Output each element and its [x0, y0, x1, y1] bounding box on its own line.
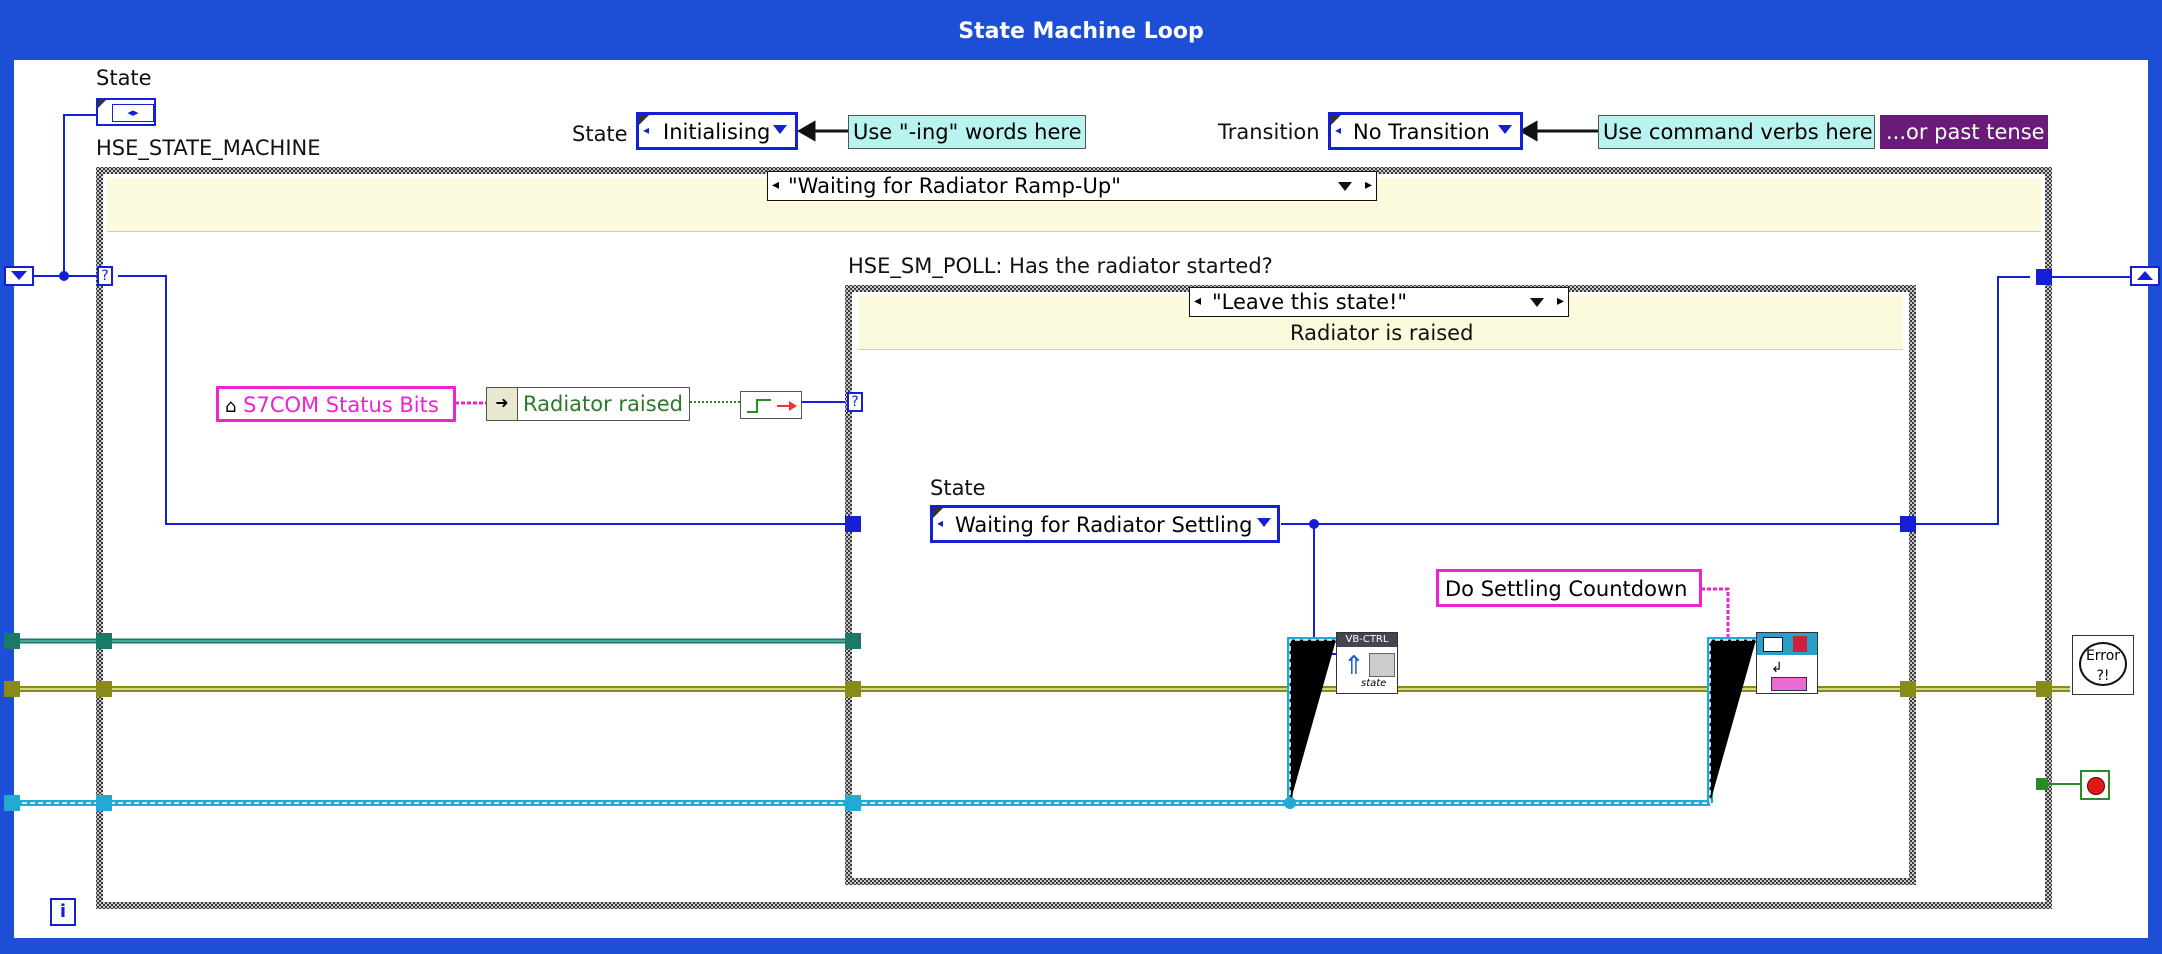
past-tense-comment: ...or past tense — [1880, 115, 2048, 149]
queue-tunnel-left — [4, 795, 20, 811]
next-case-icon[interactable]: ▸ — [1556, 293, 1564, 309]
next-state-typedef-constant[interactable]: ◂ Waiting for Radiator Settling — [930, 505, 1280, 543]
queue-tunnel-case — [96, 795, 112, 811]
shift-register-label: State — [96, 66, 152, 90]
arrow-right-icon: ➜ — [487, 388, 518, 420]
inner-case-selector[interactable]: ◂ "Leave this state!" ▸ — [1189, 287, 1569, 317]
inner-case-selector-value: "Leave this state!" — [1212, 290, 1408, 314]
dropdown-arrow-icon — [1530, 298, 1544, 307]
loop-title: State Machine Loop — [958, 19, 1204, 44]
unbundle-by-name[interactable]: ➜ Radiator raised — [486, 387, 690, 421]
rising-edge-icon — [747, 399, 797, 413]
class-tunnel-case — [96, 633, 112, 649]
state-tunnel-outer-out — [2036, 269, 2052, 285]
message-string-constant[interactable]: Do Settling Countdown — [1436, 569, 1702, 607]
inner-case-subheader: Radiator is raised — [1290, 321, 1474, 345]
state-typedef-constant[interactable]: ◂ Initialising — [636, 112, 798, 150]
dropdown-arrow-icon — [1257, 518, 1271, 527]
boolean-constant[interactable] — [2036, 778, 2048, 790]
state-tunnel-out — [1900, 516, 1916, 532]
status-bits-local-variable[interactable]: ⌂ S7COM Status Bits — [216, 386, 456, 422]
cluster-tunnel-outer-out — [2036, 681, 2052, 697]
inner-selector-terminal[interactable]: ? — [847, 392, 863, 412]
cluster-tunnel-inner-out — [1900, 681, 1916, 697]
dropdown-arrow-icon — [1338, 182, 1352, 191]
outer-case-selector-value: "Waiting for Radiator Ramp-Up" — [788, 174, 1121, 198]
state-label: State — [572, 122, 628, 146]
next-state-label: State — [930, 476, 986, 500]
transition-label: Transition — [1218, 120, 1320, 144]
house-icon: ⌂ — [225, 396, 237, 417]
vb-ctrl-state-subvi[interactable]: VB-CTRL ⇑ state — [1336, 632, 1398, 694]
state-enum-constant-small[interactable]: ◂▸ — [96, 98, 156, 126]
transition-value: No Transition — [1353, 120, 1490, 144]
transition-typedef-constant[interactable]: ◂ No Transition — [1328, 112, 1523, 150]
vi-ctrl-sub: state — [1361, 678, 1387, 689]
cluster-tunnel-case — [96, 681, 112, 697]
transition-comment: Use command verbs here — [1598, 115, 1875, 149]
message-envelope-icon — [1757, 633, 1817, 655]
class-tunnel-left — [4, 633, 20, 649]
outer-case-name: HSE_STATE_MACHINE — [96, 136, 321, 160]
vi-ctrl-header: VB-CTRL — [1337, 633, 1397, 647]
class-tunnel-inner — [845, 633, 861, 649]
cluster-tunnel-inner — [845, 681, 861, 697]
upload-arrow-icon: ⇑ — [1343, 651, 1365, 681]
inner-case-name: HSE_SM_POLL: Has the radiator started? — [848, 254, 1273, 278]
loop-stop-terminal[interactable] — [2080, 770, 2110, 800]
state-tunnel-in — [845, 516, 861, 532]
next-case-icon[interactable]: ▸ — [1364, 177, 1372, 193]
info-icon[interactable]: i — [50, 898, 76, 926]
display-icon — [1369, 653, 1395, 677]
enqueue-message-subvi[interactable]: ↲ — [1756, 632, 1818, 694]
queue-tunnel-inner — [845, 795, 861, 811]
status-bits-label: S7COM Status Bits — [243, 393, 439, 417]
unbundle-field-label: Radiator raised — [523, 392, 683, 416]
cluster-tunnel-left — [4, 681, 20, 697]
stop-icon — [2087, 777, 2105, 795]
error-handler-subvi[interactable]: Error ?! — [2072, 635, 2134, 695]
outer-selector-terminal[interactable]: ? — [97, 266, 113, 286]
state-value: Initialising — [663, 120, 771, 144]
shift-register-left[interactable] — [4, 266, 34, 286]
dropdown-arrow-icon — [773, 125, 787, 134]
dropdown-arrow-icon — [1498, 125, 1512, 134]
queue-icon — [1771, 677, 1807, 691]
edge-detect-subvi[interactable] — [740, 391, 802, 419]
enqueue-arrow-icon: ↲ — [1771, 660, 1783, 676]
error-bubble-icon: Error ?! — [2079, 642, 2127, 686]
inner-case-body — [852, 292, 1909, 878]
next-state-value: Waiting for Radiator Settling — [955, 513, 1253, 537]
outer-case-selector[interactable]: ◂ "Waiting for Radiator Ramp-Up" ▸ — [767, 171, 1377, 201]
state-comment: Use "-ing" words here — [848, 115, 1086, 149]
shift-register-right[interactable] — [2130, 266, 2160, 286]
